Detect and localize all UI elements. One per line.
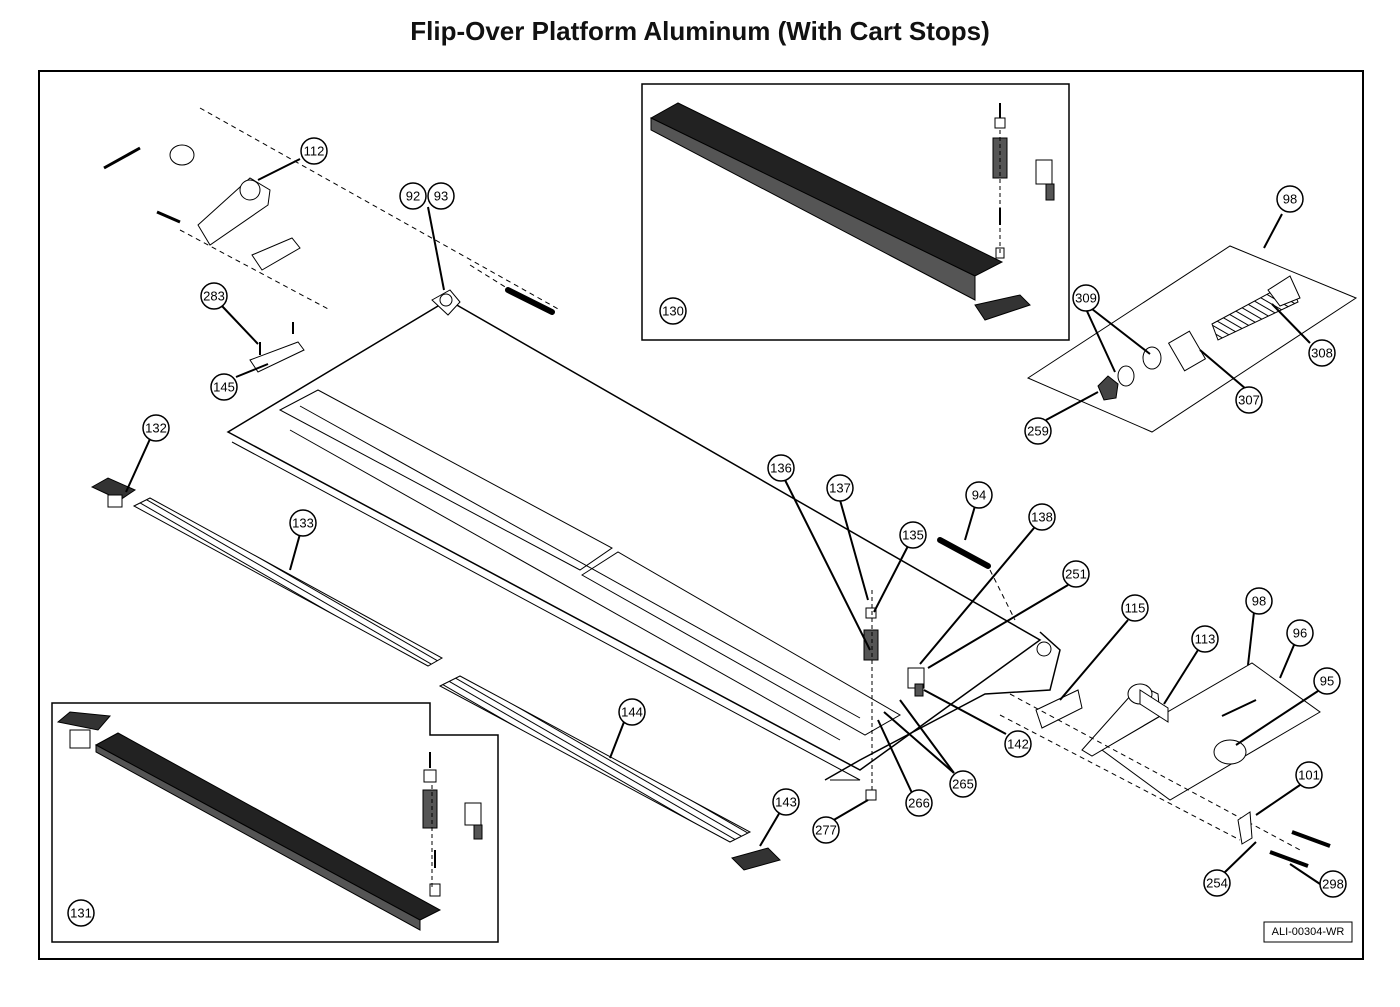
svg-text:130: 130 <box>662 304 684 319</box>
svg-text:101: 101 <box>1298 768 1320 783</box>
svg-text:112: 112 <box>304 144 325 159</box>
callout-136: 136 <box>767 454 795 482</box>
callout-138: 138 <box>1028 503 1056 531</box>
svg-text:142: 142 <box>1007 737 1029 752</box>
callout-137: 137 <box>826 474 854 502</box>
hinge-assembly-112 <box>103 107 561 315</box>
callout-93: 93 <box>427 182 455 210</box>
callout-283: 283 <box>200 282 228 310</box>
bracket-145 <box>249 322 305 373</box>
callout-132: 132 <box>142 414 170 442</box>
callout-298: 298 <box>1319 870 1347 898</box>
svg-text:98: 98 <box>1252 594 1266 609</box>
svg-text:143: 143 <box>775 795 797 810</box>
leader-lines <box>125 158 1321 885</box>
center-hardware <box>863 537 1016 801</box>
callout-308: 308 <box>1308 339 1336 367</box>
inset-130 <box>641 83 1070 341</box>
kit-96-hardware <box>999 662 1331 868</box>
callout-144: 144 <box>618 698 646 726</box>
svg-text:309: 309 <box>1075 291 1097 306</box>
callout-94: 94 <box>965 481 993 509</box>
callout-145: 145 <box>210 373 238 401</box>
callout-254: 254 <box>1203 869 1231 897</box>
page-title: Flip-Over Platform Aluminum (With Cart S… <box>410 16 990 46</box>
svg-text:254: 254 <box>1206 876 1228 891</box>
callout-101: 101 <box>1295 761 1323 789</box>
document-id-box: ALI-00304-WR <box>1263 921 1353 943</box>
callout-96: 96 <box>1286 619 1314 647</box>
svg-text:131: 131 <box>70 906 92 921</box>
svg-text:96: 96 <box>1293 626 1307 641</box>
callout-143: 143 <box>772 788 800 816</box>
cart-stop-132 <box>90 477 137 508</box>
callout-259: 259 <box>1024 417 1052 445</box>
svg-text:265: 265 <box>952 777 974 792</box>
svg-text:132: 132 <box>145 421 167 436</box>
svg-text:93: 93 <box>434 189 448 204</box>
cart-stop-143 <box>731 847 781 871</box>
callout-130: 130 <box>659 297 687 325</box>
svg-text:308: 308 <box>1311 346 1333 361</box>
kit-98-hardware <box>1026 245 1358 433</box>
svg-text:145: 145 <box>213 380 235 395</box>
callout-142: 142 <box>1004 730 1032 758</box>
svg-text:ALI-00304-WR: ALI-00304-WR <box>1272 926 1345 938</box>
callout-95: 95 <box>1313 667 1341 695</box>
svg-text:307: 307 <box>1238 393 1260 408</box>
svg-text:136: 136 <box>770 461 792 476</box>
callout-92: 92 <box>399 182 427 210</box>
svg-text:138: 138 <box>1031 510 1053 525</box>
callout-98-upper: 98 <box>1276 185 1304 213</box>
callout-112: 112 <box>300 137 328 165</box>
svg-text:137: 137 <box>829 481 851 496</box>
svg-text:113: 113 <box>1195 632 1216 647</box>
svg-text:298: 298 <box>1322 877 1344 892</box>
svg-text:115: 115 <box>1125 601 1146 616</box>
callout-265: 265 <box>949 770 977 798</box>
tread-144 <box>438 675 752 843</box>
svg-text:94: 94 <box>972 488 986 503</box>
svg-text:135: 135 <box>902 528 924 543</box>
callout-277: 277 <box>812 816 840 844</box>
svg-text:98: 98 <box>1283 192 1297 207</box>
callout-113: 113 <box>1191 625 1219 653</box>
platform-body <box>226 289 1061 781</box>
inset-131 <box>51 702 499 943</box>
callout-135: 135 <box>899 521 927 549</box>
svg-text:92: 92 <box>406 189 420 204</box>
diagram-frame <box>38 70 1364 960</box>
tread-133 <box>132 497 444 667</box>
svg-text:95: 95 <box>1320 674 1334 689</box>
svg-text:266: 266 <box>908 796 930 811</box>
svg-text:144: 144 <box>621 705 643 720</box>
svg-text:277: 277 <box>815 823 837 838</box>
svg-text:133: 133 <box>292 516 314 531</box>
svg-text:251: 251 <box>1065 567 1087 582</box>
callout-133: 133 <box>289 509 317 537</box>
callout-115: 115 <box>1121 594 1149 622</box>
callout-266: 266 <box>905 789 933 817</box>
callout-131: 131 <box>67 899 95 927</box>
callout-309: 309 <box>1072 284 1100 312</box>
svg-text:283: 283 <box>203 289 225 304</box>
callout-307: 307 <box>1235 386 1263 414</box>
svg-text:259: 259 <box>1027 424 1049 439</box>
callout-98-lower: 98 <box>1245 587 1273 615</box>
callout-251: 251 <box>1062 560 1090 588</box>
